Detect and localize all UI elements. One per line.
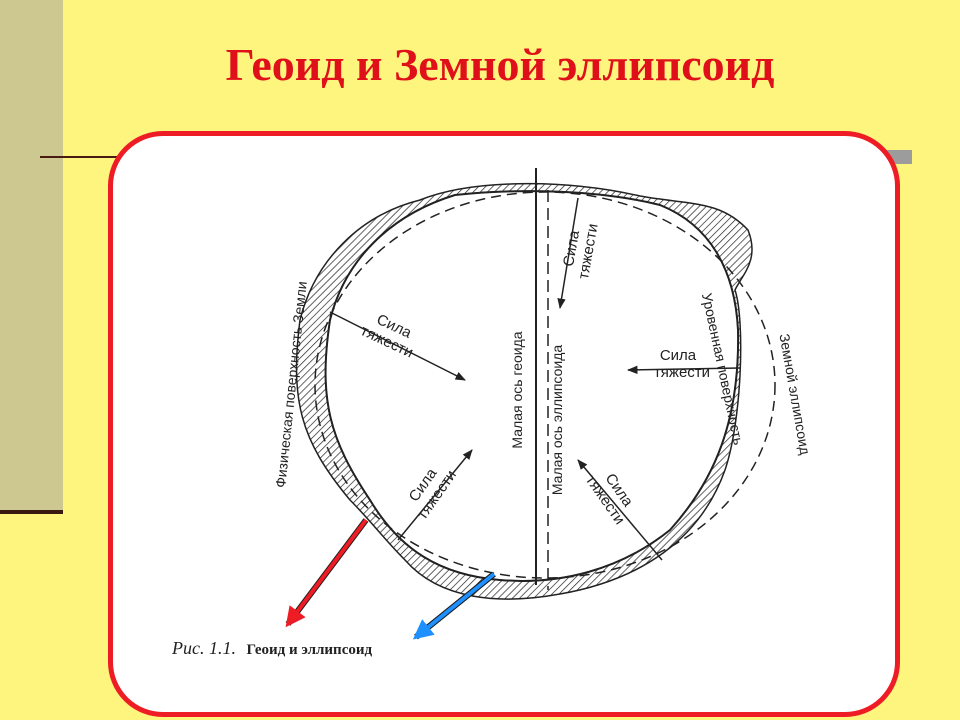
gravity-arrow-right <box>626 365 741 375</box>
gravity-arrow-bottom-right <box>577 459 663 561</box>
gravity-label-bottom-right: Сила тяжести <box>582 470 637 527</box>
earth-ellipsoid-label: Земной эллипсоид <box>776 332 813 456</box>
geoid-surface <box>324 190 740 582</box>
svg-text:Сила: Сила <box>660 347 697 364</box>
geoid-ellipsoid-diagram: Сила тяжести Сила тяжести Сила тяжести С… <box>171 168 813 658</box>
slide-title: Геоид и Земной эллипсоид <box>225 39 775 90</box>
gravity-label-top: Сила тяжести <box>560 222 602 280</box>
gravity-arrow-left <box>329 311 466 381</box>
svg-text:Сила: Сила <box>560 229 583 268</box>
blue-pointer-arrow-fill <box>412 572 496 640</box>
earth-ellipsoid <box>314 191 776 579</box>
svg-text:тяжести: тяжести <box>654 364 710 381</box>
gravity-arrow-bottom-left <box>397 449 473 541</box>
sidebar-bottom-edge <box>0 510 63 514</box>
diagram-frame <box>108 131 900 717</box>
minor-axis-ellipsoid-label: Малая ось эллипсоида <box>549 345 565 496</box>
figure-caption: Рис. 1.1. Геоид и эллипсоид <box>171 638 372 658</box>
title-rule-left <box>40 156 165 158</box>
gravity-arrow-top <box>557 197 579 310</box>
minor-axis-geoid-label: Малая ось геоида <box>509 331 525 448</box>
gravity-label-right: Сила тяжести <box>654 347 710 381</box>
gravity-label-bottom-left: Сила тяжести <box>406 465 460 523</box>
left-sidebar-block <box>0 0 63 512</box>
red-pointer-arrow-fill <box>285 518 368 628</box>
svg-text:тяжести: тяжести <box>575 222 601 280</box>
